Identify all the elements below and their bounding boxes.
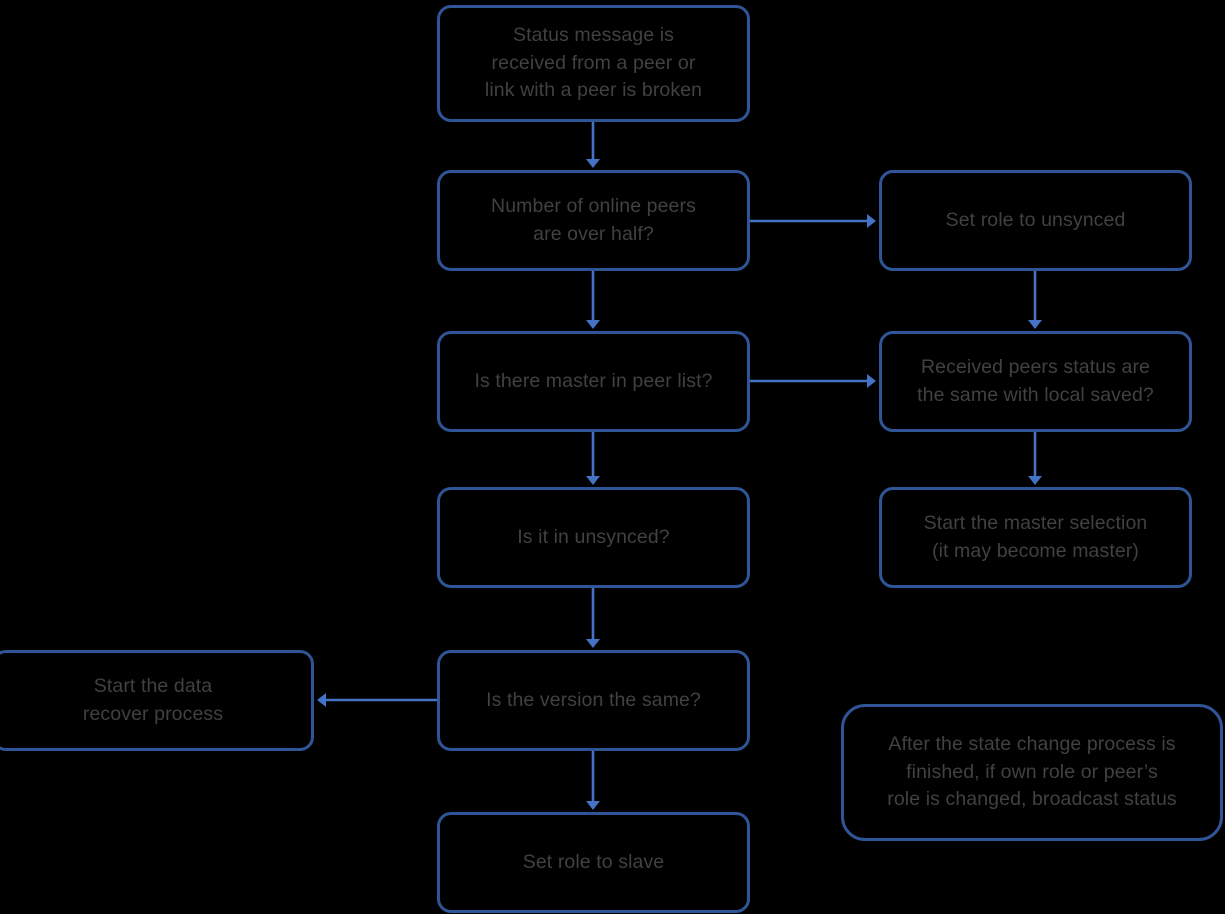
arrowhead-icon bbox=[1028, 476, 1042, 485]
edge-e1 bbox=[586, 122, 600, 168]
node-set-role-to-slave[interactable]: Set role to slave bbox=[437, 812, 750, 913]
arrowhead-icon bbox=[586, 476, 600, 485]
edge-e10 bbox=[586, 751, 600, 810]
node-label: Is it in unsynced? bbox=[517, 525, 670, 548]
arrowhead-icon bbox=[1028, 320, 1042, 329]
edge-e2 bbox=[750, 214, 876, 228]
arrowhead-icon bbox=[867, 214, 876, 228]
node-label: Number of online peers are over half? bbox=[491, 194, 696, 245]
node-broadcast-status-note[interactable]: After the state change process is finish… bbox=[841, 704, 1223, 841]
node-label: Is the version the same? bbox=[486, 688, 701, 711]
node-online-peers-over-half[interactable]: Number of online peers are over half? bbox=[437, 170, 750, 271]
edge-e6 bbox=[586, 432, 600, 485]
node-label: Status message is received from a peer o… bbox=[484, 23, 703, 102]
arrowhead-icon bbox=[867, 374, 876, 388]
edge-e4 bbox=[1028, 271, 1042, 329]
arrowhead-icon bbox=[586, 801, 600, 810]
node-received-peers-status-same[interactable]: Received peers status are the same with … bbox=[879, 331, 1192, 432]
node-label: Received peers status are the same with … bbox=[917, 355, 1154, 406]
node-is-it-in-unsynced[interactable]: Is it in unsynced? bbox=[437, 487, 750, 588]
node-label: After the state change process is finish… bbox=[887, 732, 1177, 811]
edge-e5 bbox=[750, 374, 876, 388]
node-is-there-master-in-peer-list[interactable]: Is there master in peer list? bbox=[437, 331, 750, 432]
arrowhead-icon bbox=[586, 320, 600, 329]
node-label: Set role to unsynced bbox=[945, 208, 1126, 231]
arrowhead-icon bbox=[586, 159, 600, 168]
edge-e8 bbox=[586, 588, 600, 648]
node-label: Start the master selection (it may becom… bbox=[923, 511, 1148, 562]
node-start-master-selection[interactable]: Start the master selection (it may becom… bbox=[879, 487, 1192, 588]
edge-e9 bbox=[317, 693, 437, 707]
node-status-message-received[interactable]: Status message is received from a peer o… bbox=[437, 5, 750, 122]
edge-e7 bbox=[1028, 432, 1042, 485]
node-set-role-to-unsynced[interactable]: Set role to unsynced bbox=[879, 170, 1192, 271]
node-is-the-version-the-same[interactable]: Is the version the same? bbox=[437, 650, 750, 751]
node-start-data-recover-process[interactable]: Start the data recover process bbox=[0, 650, 314, 751]
node-label: Set role to slave bbox=[522, 850, 665, 873]
node-label: Start the data recover process bbox=[82, 674, 224, 725]
node-label: Is there master in peer list? bbox=[474, 369, 713, 392]
edge-e3 bbox=[586, 271, 600, 329]
arrowhead-icon bbox=[317, 693, 326, 707]
arrowhead-icon bbox=[586, 639, 600, 648]
